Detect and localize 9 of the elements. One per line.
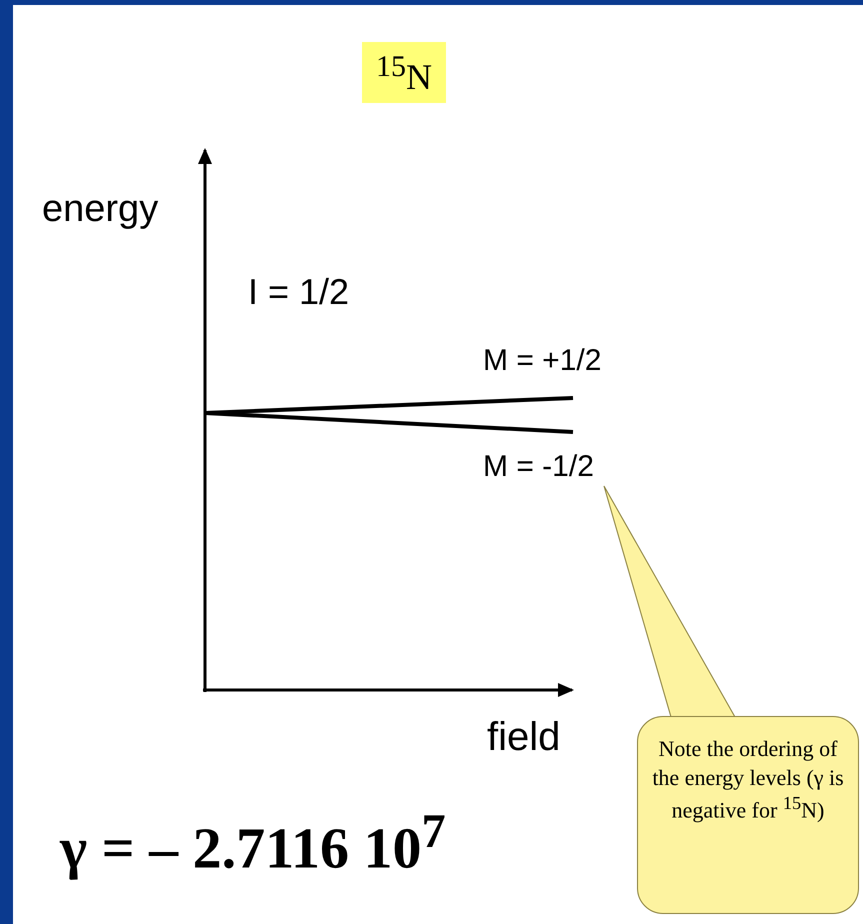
- callout-pointer: [604, 486, 736, 718]
- equation-text: γ = – 2.7116 10$^{7}$: [60, 808, 446, 878]
- title-label: $^{15}$N: [362, 42, 446, 103]
- level-label: M = +1/2: [483, 346, 602, 376]
- axis-label: energy: [42, 190, 158, 228]
- spin-label: I = 1/2: [248, 274, 350, 310]
- callout-box: Note the ordering of the energy levels (γ is negative for $^{15}$N): [637, 716, 859, 914]
- axis-label: field: [487, 717, 560, 757]
- level-label: M = -1/2: [483, 452, 594, 482]
